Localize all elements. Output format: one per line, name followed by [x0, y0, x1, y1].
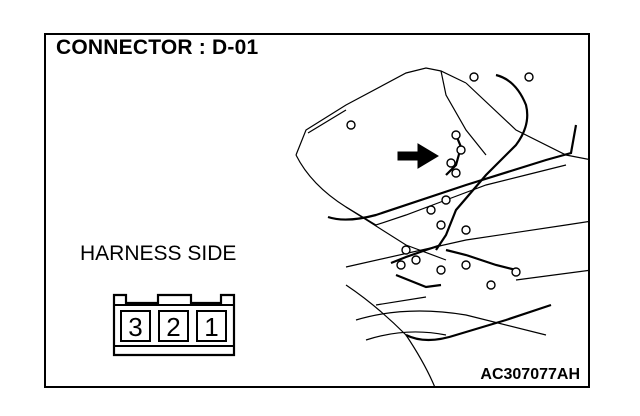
vehicle-illustration: 3 2 1	[112, 67, 588, 386]
part-code: AC307077AH	[480, 366, 580, 383]
connector-pin-2: 2	[166, 312, 180, 342]
connector-pin-1: 1	[204, 312, 218, 342]
harness-side-label: HARNESS SIDE	[80, 242, 237, 265]
connector-title: CONNECTOR : D-01	[56, 36, 259, 59]
windshield-outline	[295, 67, 588, 386]
connector-face: 3 2 1	[112, 293, 236, 357]
wiring-harness	[327, 73, 578, 342]
harness-connectors	[346, 72, 534, 290]
diagram-frame: CONNECTOR : D-01 HARNESS SIDE AC307077AH	[44, 33, 590, 388]
location-arrow-icon	[397, 143, 439, 169]
connector-pin-3: 3	[128, 312, 142, 342]
